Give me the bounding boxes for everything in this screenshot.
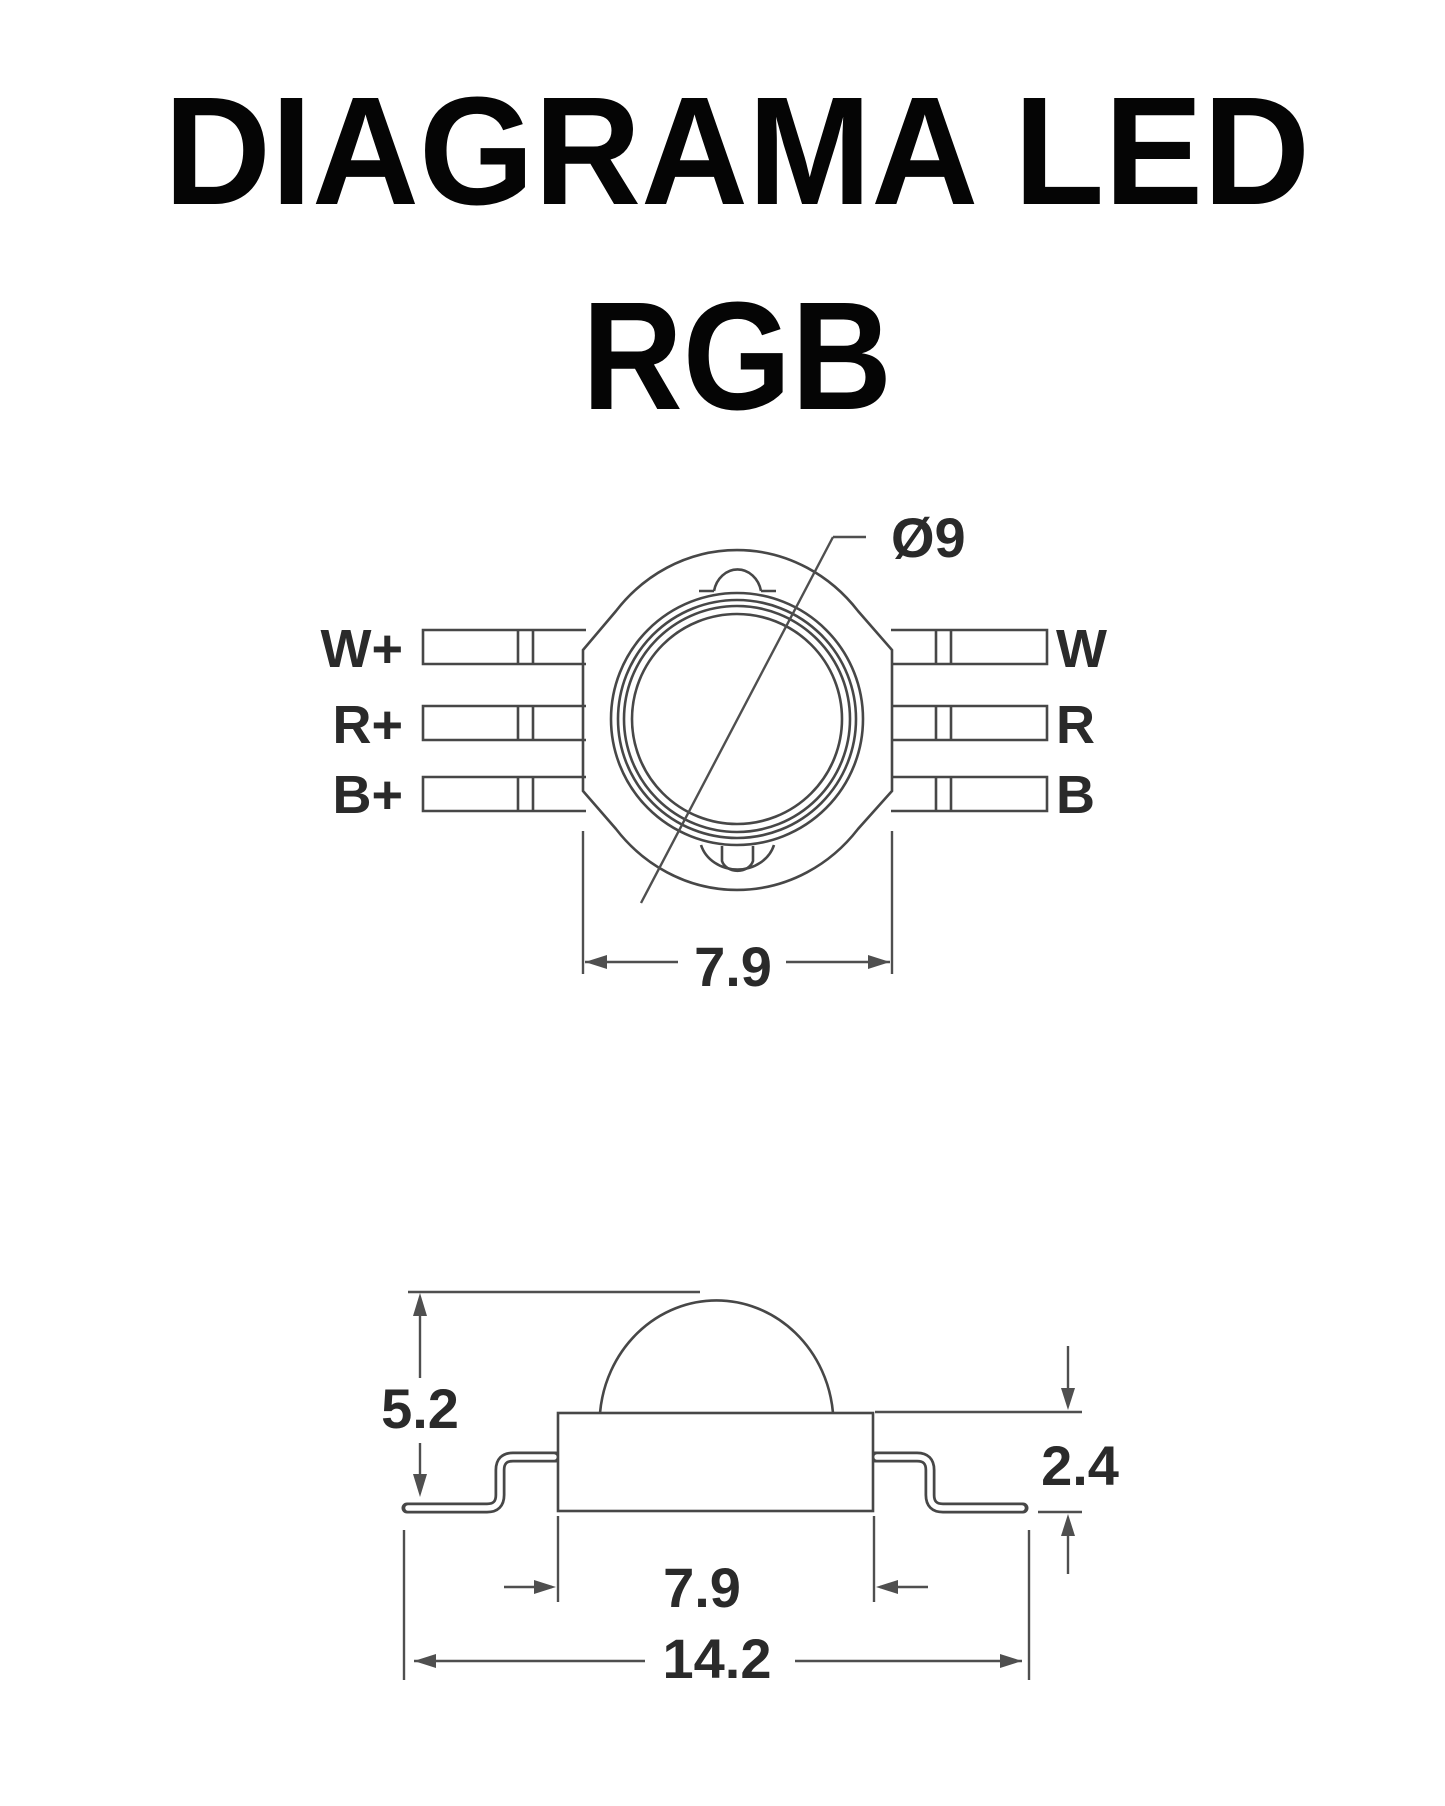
label-pin-r-minus: R <box>1056 695 1095 755</box>
pin-r-minus <box>891 704 1049 742</box>
side-width-extension-lines <box>556 1516 876 1602</box>
side-body-width-label: 7.9 <box>663 1556 741 1619</box>
lens-circle <box>630 612 844 826</box>
width-arrow-right <box>868 955 890 969</box>
pin-r-minus-ticks <box>934 706 953 740</box>
diameter-callout: Ø9 <box>639 506 966 904</box>
right-lead <box>869 1451 1029 1514</box>
base-arrow-down <box>1061 1388 1075 1410</box>
left-lead-outer <box>401 1451 562 1514</box>
total-height-dimension: 5.2 <box>381 1290 700 1497</box>
led-top-view: Ø9 7.9 W+ R+ B+ W R B <box>320 506 1107 998</box>
pin-w-plus-ticks <box>516 630 535 664</box>
diameter-line <box>639 536 835 904</box>
pin-b-plus <box>421 775 586 813</box>
led-side-view: 5.2 2.4 7.9 <box>381 1290 1119 1690</box>
dome-lens <box>598 1299 835 1414</box>
page-title: DIAGRAMA LED RGB <box>164 65 1310 442</box>
right-lead-outer <box>869 1451 1029 1514</box>
side-width-arrow-right <box>876 1580 898 1594</box>
bottom-bump-arc <box>699 844 776 871</box>
top-index-bump <box>699 568 776 593</box>
bottom-index-notch <box>699 844 776 873</box>
reflector-ring-inner <box>622 604 852 834</box>
pin-r-plus-ticks <box>516 706 535 740</box>
total-height-label: 5.2 <box>381 1377 459 1440</box>
pin-b-minus-ticks <box>934 777 953 811</box>
span-arrow-left <box>414 1654 436 1668</box>
label-pin-b-plus: B+ <box>332 765 403 825</box>
pin-w-minus-outline <box>891 628 1049 666</box>
pin-w-plus-outline <box>421 628 586 666</box>
base-height-label: 2.4 <box>1041 1434 1119 1497</box>
pin-b-minus-outline <box>891 775 1049 813</box>
width-extension-lines <box>581 831 894 974</box>
left-lead <box>401 1451 562 1514</box>
diameter-label: Ø9 <box>891 506 966 569</box>
pin-r-minus-outline <box>891 704 1049 742</box>
right-lead-inner <box>874 1454 1025 1511</box>
label-pin-w-minus: W <box>1056 619 1107 679</box>
pin-w-minus <box>891 628 1049 666</box>
left-lead-inner <box>405 1454 557 1511</box>
top-view-width-dimension: 7.9 <box>581 831 894 998</box>
side-body-width-dimension: 7.9 <box>504 1516 928 1619</box>
title-line-1: DIAGRAMA LED <box>164 65 1310 237</box>
span-arrow-right <box>1000 1654 1022 1668</box>
pin-r-plus-outline <box>421 704 586 742</box>
base-arrow-up <box>1061 1514 1075 1536</box>
label-pin-w-plus: W+ <box>320 619 403 679</box>
pin-r-plus <box>421 704 586 742</box>
pin-b-plus-ticks <box>516 777 535 811</box>
bottom-notch-u <box>720 846 755 873</box>
span-extension-lines <box>402 1530 1031 1680</box>
label-pin-b-minus: B <box>1056 765 1095 825</box>
top-width-label: 7.9 <box>694 935 772 998</box>
title-line-2: RGB <box>582 270 892 442</box>
height-arrow-down <box>413 1474 427 1497</box>
reflector-ring-outer <box>609 591 865 847</box>
led-body-outline <box>581 548 894 892</box>
pin-b-minus <box>891 775 1049 813</box>
lead-span-dimension: 14.2 <box>402 1530 1031 1690</box>
lead-span-label: 14.2 <box>663 1627 772 1690</box>
height-arrow-up <box>413 1293 427 1316</box>
pin-b-plus-outline <box>421 775 586 813</box>
package-body <box>556 1411 875 1513</box>
top-bump-arc <box>712 568 763 592</box>
pin-w-plus <box>421 628 586 666</box>
width-arrow-left <box>585 955 607 969</box>
label-pin-r-plus: R+ <box>332 695 403 755</box>
pin-w-minus-ticks <box>934 630 953 664</box>
side-width-arrow-left <box>534 1580 556 1594</box>
base-height-dimension: 2.4 <box>875 1346 1119 1574</box>
reflector-ring-middle <box>616 598 858 840</box>
